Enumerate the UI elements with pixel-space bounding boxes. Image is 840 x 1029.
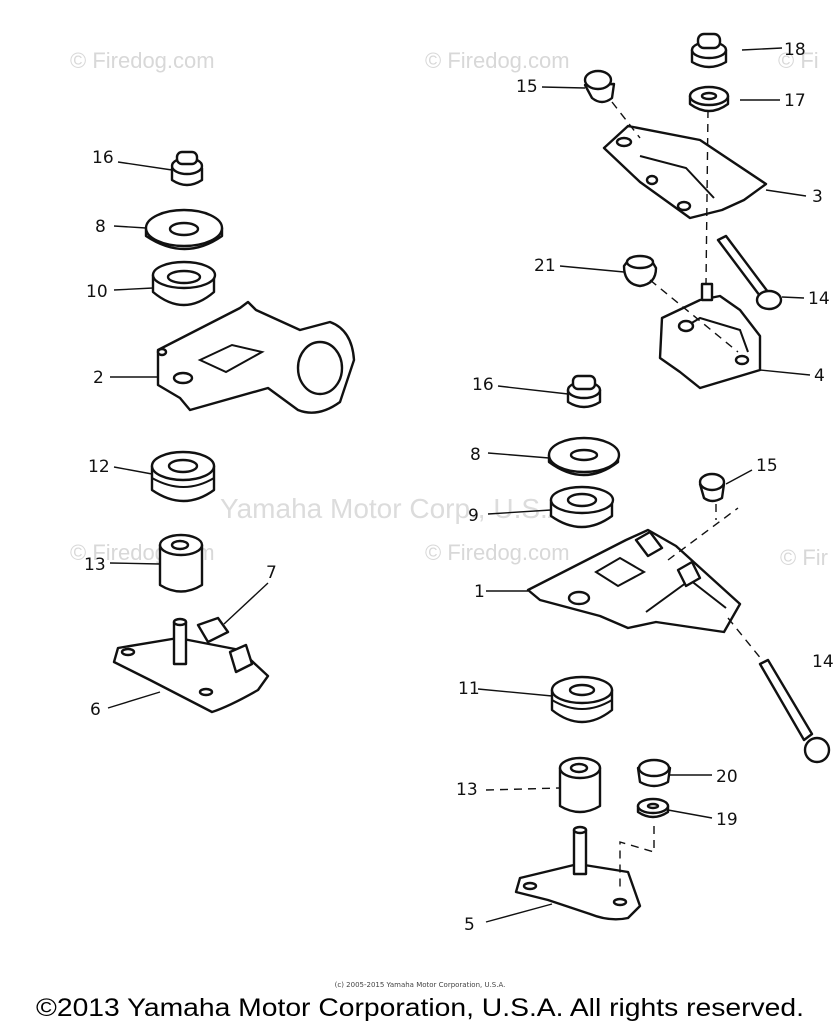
callout-3: 3 (812, 187, 823, 207)
callout-8: 8 (470, 445, 481, 465)
callout-13: 13 (84, 555, 106, 575)
part-11-grommet (550, 675, 614, 724)
part-16-cap-nut (170, 150, 204, 187)
callout-10: 10 (86, 282, 108, 302)
callout-20: 20 (716, 767, 738, 787)
callout-4: 4 (814, 366, 825, 386)
part-1-bracket (526, 528, 742, 634)
part-15-nut (583, 69, 616, 104)
part-19-washer (636, 797, 670, 819)
part-13-collar (558, 756, 602, 814)
part-2-bracket (156, 300, 356, 414)
callout-8: 8 (95, 217, 106, 237)
callout-18: 18 (784, 40, 806, 60)
part-13-collar (158, 533, 204, 593)
callout-14: 14 (812, 652, 834, 672)
part-15-nut (698, 472, 726, 503)
watermark-firedog: © Firedog.com (70, 48, 215, 73)
watermark-firedog: © Fir (780, 545, 828, 570)
watermark-firedog: © Fi (778, 48, 819, 73)
part-18-cap-nut (690, 32, 728, 69)
part-4-mount (658, 282, 762, 390)
part-10-grommet (151, 260, 217, 307)
part-8-washer (144, 208, 224, 251)
part-14-bolt (758, 658, 831, 764)
part-5-plate (514, 825, 642, 921)
part-6-plate (112, 616, 270, 714)
part-3-bracket (602, 124, 768, 220)
callout-7: 7 (266, 563, 277, 583)
callout-19: 19 (716, 810, 738, 830)
part-20-nut (636, 758, 672, 788)
part-21-nut (622, 254, 658, 288)
part-16-cap-nut (566, 374, 602, 409)
callout-13: 13 (456, 780, 478, 800)
part-8-washer (547, 436, 621, 477)
part-14-bolt (716, 234, 783, 311)
part-12-grommet (150, 450, 216, 503)
watermark-yamaha: Yamaha Motor Corp., U.S.A. (220, 493, 574, 524)
callout-17: 17 (784, 91, 806, 111)
small-copyright: (c) 2005-2015 Yamaha Motor Corporation, … (335, 981, 506, 989)
copyright-notice: ©2013 Yamaha Motor Corporation, U.S.A. A… (36, 994, 804, 1022)
watermark-firedog: © Firedog.com (425, 540, 570, 565)
callout-9: 9 (468, 506, 479, 526)
callout-14: 14 (808, 289, 830, 309)
callout-2: 2 (93, 368, 104, 388)
callout-15: 15 (756, 456, 778, 476)
callout-6: 6 (90, 700, 101, 720)
callout-16: 16 (92, 148, 114, 168)
callout-5: 5 (464, 915, 475, 935)
part-17-washer (688, 85, 730, 113)
callout-12: 12 (88, 457, 110, 477)
callout-16: 16 (472, 375, 494, 395)
callout-15: 15 (516, 77, 538, 97)
part-9-grommet (549, 485, 615, 529)
watermark-firedog: © Firedog.com (425, 48, 570, 73)
callout-11: 11 (458, 679, 480, 699)
callout-21: 21 (534, 256, 556, 276)
callout-1: 1 (474, 582, 485, 602)
